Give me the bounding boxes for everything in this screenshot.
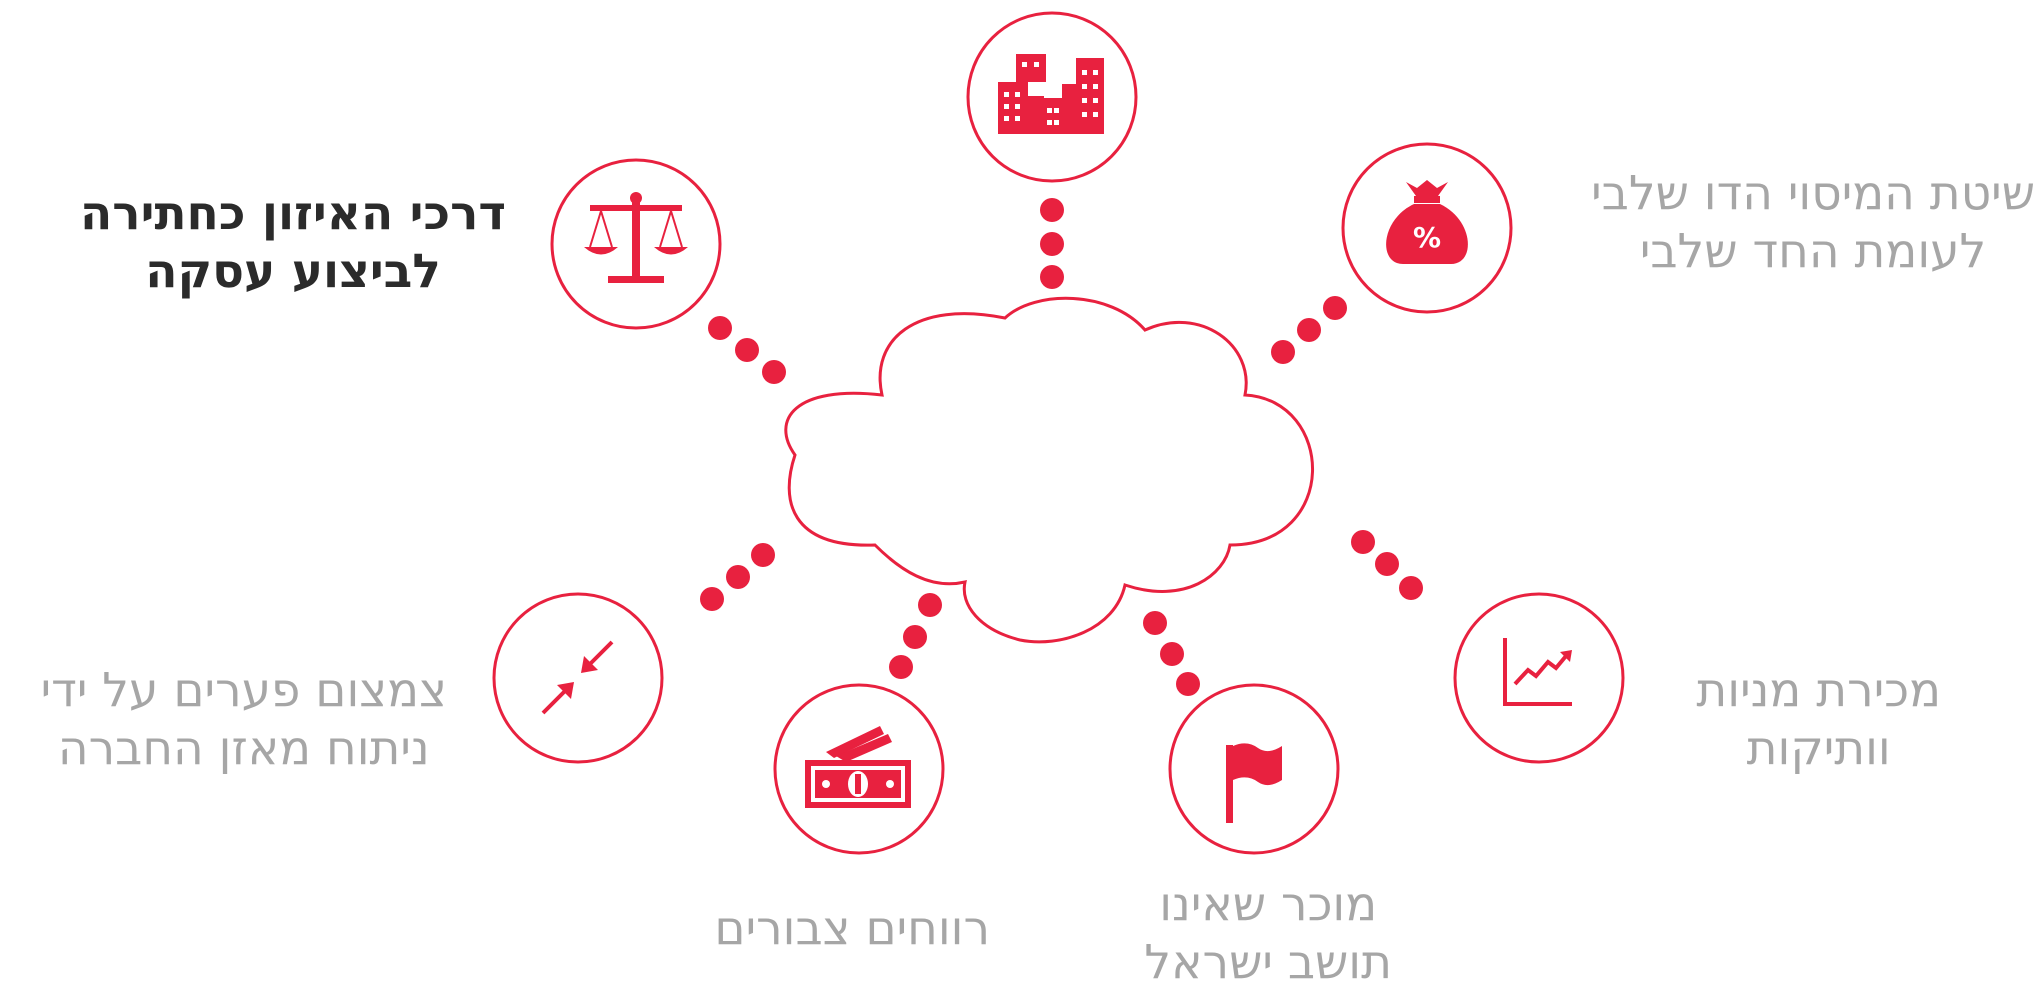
flag-icon bbox=[1226, 743, 1282, 823]
node-veteran-shares bbox=[1453, 592, 1625, 764]
node-balance bbox=[550, 158, 722, 330]
node-label-line: מכירת מניות bbox=[1696, 663, 1941, 718]
node-label-line: לעומת החד שלבי bbox=[1639, 224, 1987, 279]
scales-icon bbox=[584, 192, 688, 283]
node-label-veteran-shares: מכירת מניות וותיקות bbox=[1696, 662, 1941, 778]
node-label-line: לביצוע עסקה bbox=[145, 244, 441, 299]
node-label-line: שיטת המיסוי הדו שלבי bbox=[1591, 166, 2035, 221]
compress-arrows-icon bbox=[541, 640, 614, 715]
node-label-profits: רווחים צבורים bbox=[714, 900, 990, 958]
node-label-line: דרכי האיזון כחתירה bbox=[80, 186, 506, 241]
node-label-line: וותיקות bbox=[1746, 721, 1891, 776]
cloud-icon bbox=[784, 296, 1314, 644]
chart-growth-icon bbox=[1503, 638, 1572, 706]
node-label-line: מוכר שאינו bbox=[1159, 877, 1378, 932]
node-label-line: תושב ישראל bbox=[1144, 935, 1392, 990]
node-profits bbox=[773, 683, 945, 855]
node-label-line: צמצום פערים על ידי bbox=[40, 663, 447, 718]
buildings-icon bbox=[998, 54, 1104, 134]
node-label-line: רווחים צבורים bbox=[714, 901, 990, 956]
node-losses bbox=[492, 592, 664, 764]
cash-bills-icon bbox=[805, 726, 911, 808]
node-label-foreign-seller: מוכר שאינו תושב ישראל bbox=[1144, 876, 1392, 992]
svg-text:%: % bbox=[1413, 221, 1441, 254]
node-label-line: ניתוח מאזן החברה bbox=[57, 721, 430, 776]
node-foreign-seller bbox=[1168, 683, 1340, 855]
node-label-losses: צמצום פערים על ידי ניתוח מאזן החברה bbox=[41, 662, 447, 778]
money-bag-percent-icon: % bbox=[1386, 180, 1468, 264]
node-dual-tax: % bbox=[1341, 142, 1513, 314]
node-label-dual-tax: שיטת המיסוי הדו שלבי לעומת החד שלבי bbox=[1591, 165, 2035, 281]
node-label-balance: דרכי האיזון כחתירה לביצוע עסקה bbox=[80, 185, 506, 301]
node-buildings bbox=[966, 11, 1138, 183]
connector-dots bbox=[700, 198, 1423, 696]
